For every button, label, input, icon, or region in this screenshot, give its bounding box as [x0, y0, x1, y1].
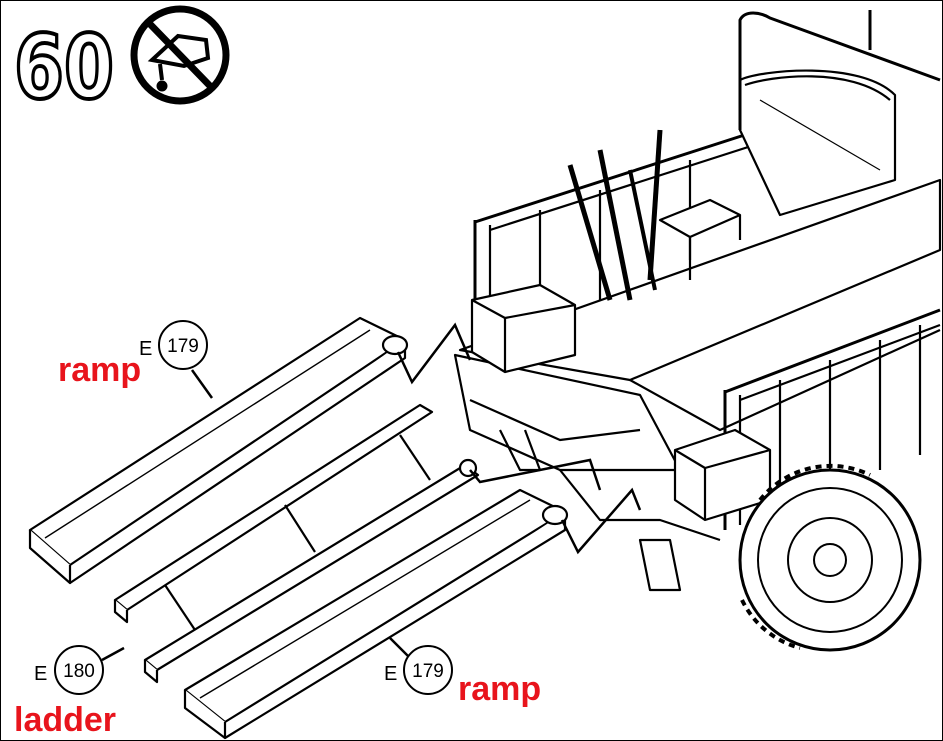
ramp-part-lower	[183, 488, 569, 740]
part-label: ladder	[14, 701, 116, 739]
part-number: 179	[167, 336, 199, 357]
assembly-guide-lines	[101, 322, 642, 662]
callout-ramp-upper: 179 E ramp	[58, 320, 208, 389]
step-number: 60	[14, 16, 114, 119]
part-prefix: E	[384, 663, 397, 685]
part-label: ramp	[458, 670, 541, 708]
callout-ramp-lower: 179 E ramp	[384, 645, 541, 708]
no-glue-icon	[130, 5, 230, 105]
part-number: 180	[63, 661, 95, 682]
part-number-circle	[158, 320, 208, 370]
part-prefix: E	[139, 338, 152, 360]
ramp-part-upper	[28, 316, 409, 585]
callout-ladder: 180 E ladder	[14, 645, 116, 739]
part-number: 179	[412, 661, 444, 682]
part-number-circle	[54, 645, 104, 695]
part-prefix: E	[34, 663, 47, 685]
ladder-part	[113, 403, 480, 684]
truck-drawing	[453, 10, 942, 652]
part-number-circle	[403, 645, 453, 695]
part-label: ramp	[58, 351, 141, 389]
